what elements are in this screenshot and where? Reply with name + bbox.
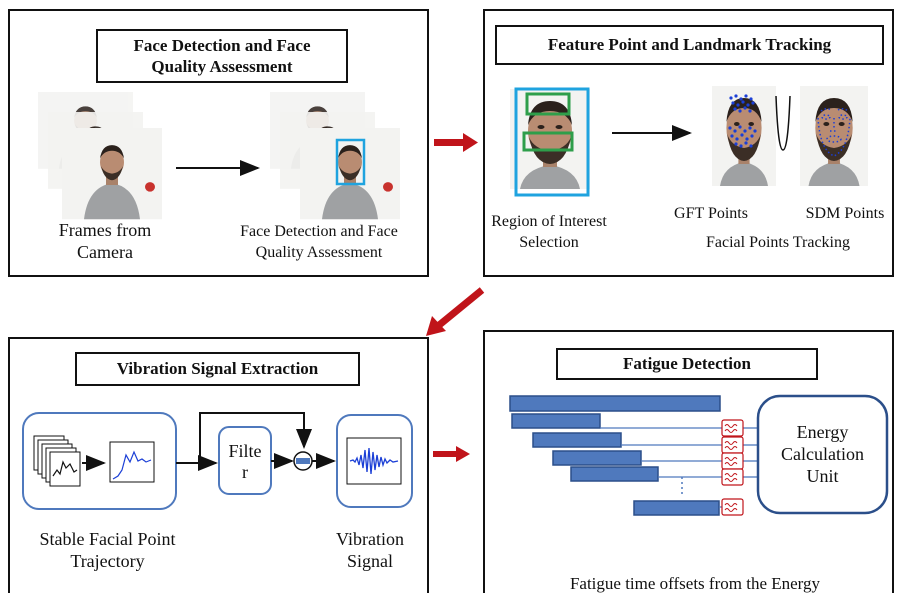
trajectory-plot-icon — [109, 441, 155, 483]
red-arrow-icon-3 — [433, 446, 470, 462]
trajectory-label-line1: Stable Facial Point — [39, 529, 176, 549]
time-block-4 — [552, 450, 642, 466]
sdm-face — [800, 86, 868, 186]
sdm-label: SDM Points — [805, 205, 885, 222]
bracket-divider — [775, 95, 791, 151]
bypass-arrow — [199, 412, 312, 463]
trajectory-stack-icon — [33, 435, 81, 487]
roi-label-line1: Region of Interest — [491, 213, 607, 230]
time-block-5 — [570, 466, 659, 482]
face-detection-title: Face Detection and Face Quality Assessme… — [96, 29, 348, 83]
trajectory-label-line2: Trajectory — [70, 551, 145, 571]
gft-label: GFT Points — [674, 205, 748, 222]
vibration-signal-icon — [346, 437, 402, 485]
feature-tracking-title-text: Feature Point and Landmark Tracking — [547, 35, 832, 54]
energy-unit-label: Energy Calculation Unit — [758, 421, 887, 487]
frames-label-line2: Camera — [77, 242, 133, 262]
roi-label: Region of Interest Selection — [484, 211, 614, 253]
detection-label: Face Detection and Face Quality Assessme… — [213, 221, 425, 263]
red-arrow-icon-1 — [434, 133, 478, 152]
detection-label-line1: Face Detection and Face — [240, 223, 398, 240]
energy-unit-line1: Energy — [796, 422, 849, 442]
roi-label-line2: Selection — [519, 234, 579, 251]
feature-tracking-title: Feature Point and Landmark Tracking — [495, 25, 884, 65]
detection-label-line2: Quality Assessment — [255, 244, 383, 261]
vibration-title-text: Vibration Signal Extraction — [116, 359, 319, 378]
face-box-icon — [335, 138, 366, 186]
face-detection-title-line1: Face Detection and Face — [133, 36, 311, 55]
tracking-label: Facial Points Tracking — [705, 234, 850, 251]
frames-label: Frames from Camera — [30, 219, 180, 263]
waveform-filter-icons — [721, 419, 744, 516]
time-block-6 — [633, 500, 720, 516]
offsets-label: Fatigue time offsets from the Energy — [569, 574, 821, 593]
face-detection-title-line2: Quality Assessment — [151, 57, 293, 76]
frames-stack-detected — [270, 92, 400, 220]
energy-unit-line3: Unit — [806, 466, 839, 486]
vibration-label-line2: Signal — [346, 551, 393, 571]
filter-label-line2: r — [242, 462, 248, 482]
time-block-1 — [509, 395, 721, 412]
vibration-title: Vibration Signal Extraction — [75, 352, 360, 386]
energy-unit-box — [756, 394, 889, 515]
trajectory-label: Stable Facial Point Trajectory — [15, 528, 200, 572]
fatigue-title-text: Fatigue Detection — [623, 354, 751, 373]
block-connectors — [600, 427, 758, 508]
gft-face — [712, 86, 776, 186]
filter-label-line1: Filte — [228, 441, 262, 461]
vibration-label-line1: Vibration — [336, 529, 404, 549]
time-block-3 — [532, 432, 622, 448]
red-arrow-icon-2 — [426, 287, 485, 336]
time-blocks — [509, 395, 721, 516]
fatigue-title: Fatigue Detection — [556, 348, 818, 380]
roi-face — [510, 87, 590, 197]
frames-label-line1: Frames from — [58, 220, 152, 240]
frames-stack-left — [38, 92, 162, 220]
subtract-node-icon — [293, 451, 313, 471]
energy-unit-line2: Calculation — [781, 444, 864, 464]
filter-label: Filte r — [219, 441, 271, 483]
vibration-label: Vibration Signal — [310, 528, 430, 572]
time-block-2 — [511, 413, 601, 429]
